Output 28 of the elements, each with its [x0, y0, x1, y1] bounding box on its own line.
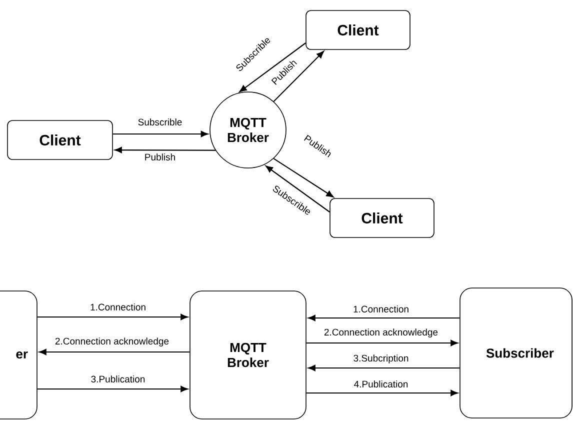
- arrow: [112, 130, 208, 138]
- arrow: [239, 42, 306, 92]
- arrow: [273, 158, 334, 198]
- edge-label: 3.Publication: [90, 374, 146, 384]
- broker-box: MQTT Broker: [190, 290, 306, 420]
- arrow: [308, 364, 460, 372]
- arrow: [265, 166, 330, 212]
- client-box: Client: [306, 10, 410, 50]
- arrow: [114, 146, 216, 154]
- arrow: [37, 386, 188, 392]
- client-box: Client: [330, 198, 434, 238]
- edge-label: 2.Connection acknowledge: [322, 328, 440, 338]
- client-box: Client: [7, 120, 113, 160]
- edge-label: 2.Connection acknowledge: [54, 336, 170, 348]
- edge-label: 1.Connection: [89, 302, 147, 312]
- subscriber-box: Subscriber: [460, 288, 572, 418]
- edge-label: Publish: [143, 152, 177, 162]
- publisher-box: er: [0, 290, 38, 420]
- arrow: [308, 314, 460, 322]
- arrow: [37, 314, 188, 320]
- edge-label: 1.Connection: [352, 304, 410, 314]
- arrow: [306, 340, 458, 346]
- edge-label: 4.Publication: [352, 380, 410, 388]
- arrow: [39, 348, 190, 356]
- edge-label: 3.Subcription: [352, 354, 410, 364]
- arrow: [273, 50, 324, 102]
- edge-label: Subscrible: [136, 118, 184, 126]
- arrow: [306, 390, 458, 396]
